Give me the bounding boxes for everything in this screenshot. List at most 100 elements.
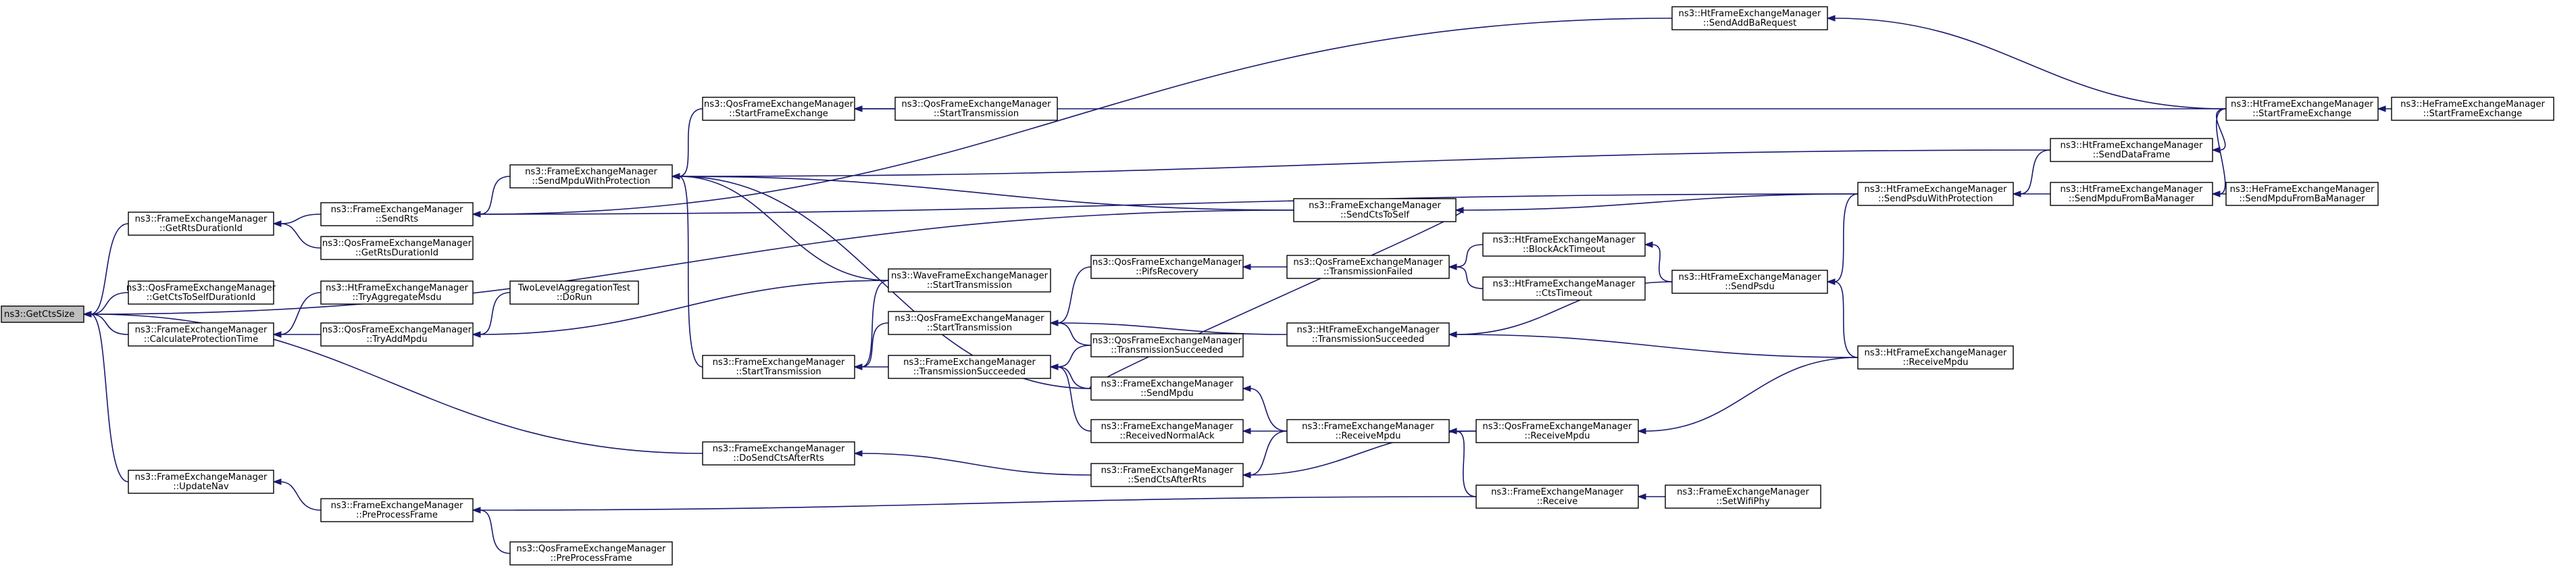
edge-arrowhead — [1637, 493, 1646, 500]
node-box — [1857, 182, 2014, 206]
node-qos-starttransmission-a[interactable]: ns3::QosFrameExchangeManager::StartTrans… — [894, 97, 1058, 121]
node-method-label: ::CtsTimeout — [1536, 289, 1592, 299]
node-box — [1475, 419, 1639, 443]
node-ht-sendmpdufrombamanager[interactable]: ns3::HtFrameExchangeManager::SendMpduFro… — [2050, 182, 2213, 206]
node-qos-transmissionsucceeded[interactable]: ns3::QosFrameExchangeManager::Transmissi… — [1090, 333, 1244, 357]
node-he-startframeexchange[interactable]: ns3::HeFrameExchangeManager::StartFrameE… — [2391, 97, 2554, 121]
node-fem-receivednormalack[interactable]: ns3::FrameExchangeManager::ReceivedNorma… — [1090, 419, 1244, 443]
node-fem-starttransmission[interactable]: ns3::FrameExchangeManager::StartTransmis… — [702, 355, 855, 379]
node-layer: ns3::GetCtsSizens3::FrameExchangeManager… — [1, 6, 2554, 566]
edge-ht-sendpsduwithprotection-to-sendrts — [479, 193, 1859, 215]
node-sendctstoself[interactable]: ns3::FrameExchangeManager::SendCtsToSelf — [1293, 198, 1457, 222]
node-box — [320, 236, 474, 260]
node-ht-ctstimeout[interactable]: ns3::HtFrameExchangeManager::CtsTimeout — [1482, 276, 1646, 301]
node-class-label: ns3::FrameExchangeManager — [1101, 422, 1234, 432]
node-getrtsdurationid[interactable]: ns3::FrameExchangeManager::GetRtsDuratio… — [128, 211, 274, 236]
node-box — [1286, 255, 1450, 279]
node-qos-starttransmission-b[interactable]: ns3::QosFrameExchangeManager::StartTrans… — [888, 311, 1051, 335]
node-fem-receivempdu[interactable]: ns3::FrameExchangeManager::ReceiveMpdu — [1286, 419, 1450, 443]
node-qos-receivempdu[interactable]: ns3::QosFrameExchangeManager::ReceiveMpd… — [1475, 419, 1639, 443]
node-preprocessframe[interactable]: ns3::FrameExchangeManager::PreProcessFra… — [320, 498, 474, 522]
node-class-label: ns3::QosFrameExchangeManager — [322, 239, 472, 249]
node-ht-tryaggregatemsdu[interactable]: ns3::HtFrameExchangeManager::TryAggregat… — [320, 280, 474, 305]
node-box — [320, 202, 474, 226]
edge-arrowhead — [272, 331, 282, 338]
node-box — [320, 322, 474, 347]
node-box — [128, 322, 274, 347]
node-he-sendmpdufrombamanager[interactable]: ns3::HeFrameExchangeManager::SendMpduFro… — [2225, 182, 2379, 206]
node-class-label: ns3::HtFrameExchangeManager — [1493, 235, 1636, 245]
node-ht-sendaddbarequest[interactable]: ns3::HtFrameExchangeManager::SendAddBaRe… — [1671, 6, 1828, 30]
node-method-label: ::SendDataFrame — [2093, 150, 2171, 160]
node-class-label: ns3::QosFrameExchangeManager — [1092, 336, 1242, 346]
edge-fem-receivempdu-to-sendctsafterrts — [1249, 430, 1288, 476]
node-box — [1090, 463, 1244, 487]
node-class-label: ns3::QosFrameExchangeManager — [1092, 257, 1242, 268]
node-box — [1, 305, 84, 323]
edge-arrowhead — [1049, 364, 1059, 370]
node-class-label: ns3::FrameExchangeManager — [331, 501, 463, 511]
node-ht-startframeexchange[interactable]: ns3::HtFrameExchangeManager::StartFrameE… — [2225, 97, 2379, 121]
node-ht-receivempdu[interactable]: ns3::HtFrameExchangeManager::ReceiveMpdu — [1857, 345, 2014, 370]
edge-getrtsdurationid-to-getctssize — [90, 223, 129, 315]
node-box — [1671, 270, 1828, 294]
node-ht-sendpsduwithprotection[interactable]: ns3::HtFrameExchangeManager::SendPsduWit… — [1857, 182, 2014, 206]
node-qos-getrtsdurationid[interactable]: ns3::QosFrameExchangeManager::GetRtsDura… — [320, 236, 474, 260]
node-getctssize[interactable]: ns3::GetCtsSize — [1, 305, 84, 323]
node-box — [2050, 138, 2213, 162]
node-sendmpduwithprotection[interactable]: ns3::FrameExchangeManager::SendMpduWithP… — [509, 164, 673, 189]
node-qos-getctstoselfdurationid[interactable]: ns3::QosFrameExchangeManager::GetCtsToSe… — [126, 280, 276, 305]
node-qos-preprocessframe[interactable]: ns3::QosFrameExchangeManager::PreProcess… — [509, 541, 673, 566]
node-twolevelagg-dorun[interactable]: TwoLevelAggregationTest::DoRun — [509, 280, 639, 305]
node-qos-transmissionfailed[interactable]: ns3::QosFrameExchangeManager::Transmissi… — [1286, 255, 1450, 279]
node-class-label: ns3::FrameExchangeManager — [1302, 422, 1434, 432]
node-fem-setwifiphy[interactable]: ns3::FrameExchangeManager::SetWifiPhy — [1665, 484, 1821, 509]
edge-arrowhead — [1455, 207, 1464, 214]
node-fem-sendmpdu[interactable]: ns3::FrameExchangeManager::SendMpdu — [1090, 376, 1244, 401]
edge-wave-starttransmission-to-qos-tryaddmpdu — [479, 280, 889, 335]
node-class-label: ns3::HtFrameExchangeManager — [1297, 325, 1440, 335]
node-box — [1671, 6, 1828, 30]
node-box — [1090, 376, 1244, 401]
node-sendctsafterrts[interactable]: ns3::FrameExchangeManager::SendCtsAfterR… — [1090, 463, 1244, 487]
node-qos-tryaddmpdu[interactable]: ns3::QosFrameExchangeManager::TryAddMpdu — [320, 322, 474, 347]
node-box — [888, 311, 1051, 335]
node-method-label: ::ReceiveMpdu — [1525, 431, 1590, 441]
node-class-label: ns3::FrameExchangeManager — [525, 167, 657, 177]
edge-ht-tryaggregatemsdu-to-calculateprotectiontime — [280, 292, 322, 335]
node-method-label: ::CalculateProtectionTime — [144, 334, 258, 345]
node-ht-sendpsdu[interactable]: ns3::HtFrameExchangeManager::SendPsdu — [1671, 270, 1828, 294]
node-wave-starttransmission[interactable]: ns3::WaveFrameExchangeManager::StartTran… — [888, 268, 1051, 293]
node-method-label: ::DoSendCtsAfterRts — [733, 453, 824, 464]
edge-sendctstoself-to-getctssize — [90, 209, 1294, 315]
node-class-label: ns3::FrameExchangeManager — [903, 357, 1036, 368]
node-method-label: ::PifsRecovery — [1136, 267, 1198, 277]
node-fem-receive[interactable]: ns3::FrameExchangeManager::Receive — [1475, 484, 1639, 509]
node-sendrts[interactable]: ns3::FrameExchangeManager::SendRts — [320, 202, 474, 226]
node-box — [509, 164, 673, 189]
node-class-label: ns3::FrameExchangeManager — [1101, 379, 1234, 389]
node-box — [320, 280, 474, 305]
edge-qos-starttransmission-b-to-fem-starttransmission — [861, 322, 889, 368]
node-method-label: ::UpdateNav — [173, 482, 229, 492]
node-method-label: ::Receive — [1537, 497, 1578, 507]
node-updatenav[interactable]: ns3::FrameExchangeManager::UpdateNav — [128, 470, 274, 494]
node-method-label: ::ReceiveMpdu — [1336, 431, 1401, 441]
node-class-label: ns3::HtFrameExchangeManager — [1865, 348, 2007, 358]
edge-fem-sendmpdu-to-fem-transmissionsucceeded — [1057, 366, 1092, 389]
node-qos-pifsrecovery[interactable]: ns3::QosFrameExchangeManager::PifsRecove… — [1090, 255, 1244, 279]
edge-arrowhead — [1448, 264, 1457, 270]
node-ht-blockacktimeout[interactable]: ns3::HtFrameExchangeManager::BlockAckTim… — [1482, 232, 1646, 257]
node-qos-startframeexchange[interactable]: ns3::QosFrameExchangeManager::StartFrame… — [702, 97, 855, 121]
node-ht-transmissionsucceeded[interactable]: ns3::HtFrameExchangeManager::Transmissio… — [1286, 322, 1450, 347]
node-box — [1090, 333, 1244, 357]
node-box — [894, 97, 1058, 121]
node-method-label: ::GetCtsToSelfDurationId — [147, 293, 256, 303]
edge-qos-transmissionsucceeded-to-fem-transmissionsucceeded — [1057, 345, 1092, 368]
node-calculateprotectiontime[interactable]: ns3::FrameExchangeManager::CalculateProt… — [128, 322, 274, 347]
node-ht-senddataframe[interactable]: ns3::HtFrameExchangeManager::SendDataFra… — [2050, 138, 2213, 162]
node-dosendctsafterrts[interactable]: ns3::FrameExchangeManager::DoSendCtsAfte… — [702, 441, 855, 466]
node-fem-transmissionsucceeded[interactable]: ns3::FrameExchangeManager::TransmissionS… — [888, 355, 1051, 379]
edge-sendrts-to-getrtsdurationid — [280, 214, 322, 224]
